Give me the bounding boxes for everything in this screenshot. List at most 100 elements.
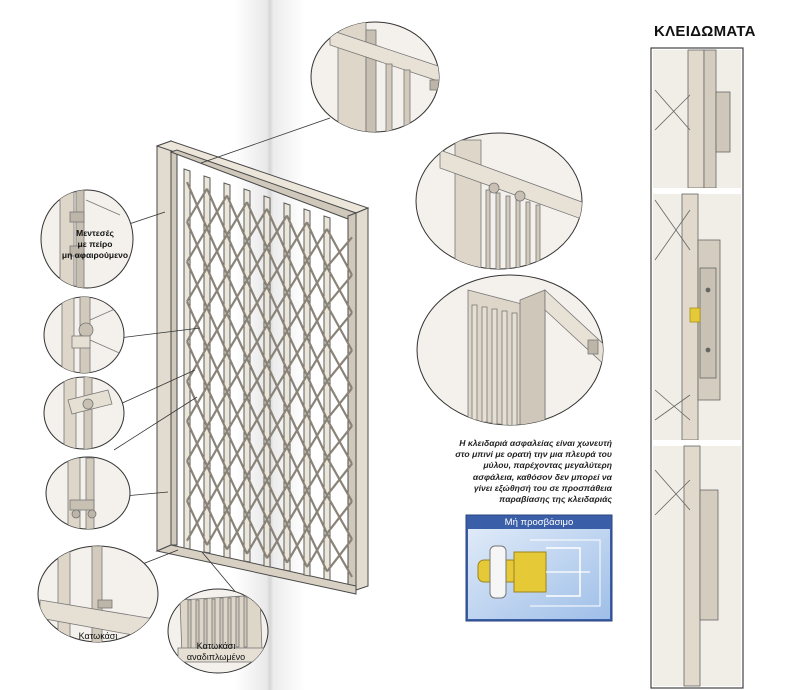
lattice-strut: [326, 500, 353, 535]
description-line: ασφάλεια, καθόσον δεν μπορεί να: [472, 471, 612, 482]
lattice-strut: [226, 396, 248, 433]
lattice-strut: [186, 346, 208, 382]
lattice-strut: [326, 274, 353, 306]
lattice-strut: [266, 446, 288, 482]
detail-circle-top-hinge: [310, 21, 440, 133]
lattice-strut: [326, 387, 353, 420]
lattice-strut: [306, 494, 328, 530]
detail-circle-bottom-roller: [45, 456, 131, 530]
lattice-strut: [306, 266, 328, 300]
lattice-strut: [266, 330, 288, 365]
lattice-strut: [226, 436, 248, 472]
callout-label-line: Κατωκάσι: [196, 641, 236, 651]
inaccessible-label: Μή προσβάσιμο: [504, 517, 574, 528]
page-title: ΚΛΕΙΔΩΜΑΤΑ: [654, 23, 756, 40]
detail-circle-lock-side: [416, 274, 604, 426]
detail-circle-pivot: [43, 296, 125, 374]
detail-circle-top-track: [415, 132, 583, 270]
lattice-strut: [326, 538, 353, 573]
lattice-strut: [206, 194, 228, 229]
lattice-strut: [206, 391, 228, 427]
lattice-strut: [286, 298, 308, 332]
lattice-strut: [326, 425, 353, 458]
lattice-strut: [306, 342, 328, 377]
lock-description: Η κλειδαριά ασφαλείας είναι χωνευτή στο …: [452, 438, 612, 505]
callout-leader-lines: [113, 117, 331, 596]
description-line: Η κλειδαριά ασφαλείας είναι χωνευτή: [459, 438, 612, 448]
lattice-strut: [206, 470, 228, 507]
lattice-strut: [246, 247, 268, 281]
lattice-strut: [186, 188, 208, 223]
description-line: μύλου, παρέχοντας μεγαλύτερη: [483, 460, 612, 471]
lattice-strut: [186, 465, 208, 502]
lattice-strut: [266, 292, 288, 326]
lattice-strut: [286, 336, 308, 371]
callout-label-line: αναδιπλωμένο: [186, 652, 246, 662]
lattice-strut: [326, 349, 353, 382]
lattice-strut: [186, 425, 208, 462]
lattice-strut: [306, 304, 328, 338]
lattice-strut: [286, 451, 308, 487]
lattice-strut: [186, 504, 208, 542]
callout-label-line: μη αφαιρούμενο: [61, 250, 129, 260]
lattice-strut: [306, 418, 328, 453]
lattice-strut: [246, 208, 268, 242]
detail-circle-joint: [43, 376, 125, 450]
lattice-strut: [266, 369, 288, 404]
lattice-strut: [286, 528, 308, 564]
lattice-strut: [306, 228, 328, 262]
lattice-strut: [266, 214, 288, 249]
lattice-strut: [286, 413, 308, 448]
lattice-strut: [286, 259, 308, 294]
description-line: παραβίασης της κλειδαριάς: [499, 494, 612, 505]
callout-label-sill: Κατωκάσι: [78, 631, 118, 641]
lattice-strut: [246, 363, 268, 399]
lattice-strut: [186, 386, 208, 422]
description-line: γίνει εξώθησή του σε προσπάθεια: [473, 482, 612, 493]
lattice-strut: [186, 267, 208, 303]
lattice-strut: [266, 523, 288, 559]
lattice-strut: [226, 240, 248, 275]
callout-label-line: με πείρο: [77, 239, 113, 249]
lattice-strut: [286, 221, 308, 255]
lock-cylinder-diagram: [465, 514, 613, 622]
lattice-strut: [206, 509, 228, 546]
lattice-strut: [246, 402, 268, 438]
description-line: στο μπινί με ορατή την μια πλευρά του: [455, 449, 612, 460]
callout-label-line: Μεντεσές: [76, 228, 114, 238]
lattice-strut: [226, 357, 248, 393]
lattice-strut: [186, 227, 208, 263]
lattice-strut: [246, 480, 268, 516]
scissor-lattice: [185, 181, 353, 578]
detail-circle-sill-folded: [167, 588, 269, 674]
detail-circle-sill: [37, 545, 159, 643]
lattice-strut: [306, 532, 328, 568]
lock-strip-illustration: [650, 47, 744, 689]
lattice-strut: [206, 352, 228, 388]
lattice-strut: [266, 484, 288, 520]
lattice-strut: [226, 318, 248, 354]
callout-label-hinges: Μεντεσές με πείρο μη αφαιρούμενο: [60, 228, 130, 261]
lattice-strut: [246, 441, 268, 477]
lattice-strut: [206, 273, 228, 309]
lattice-strut: [206, 234, 228, 269]
lattice-strut: [286, 489, 308, 525]
lattice-strut: [206, 430, 228, 467]
lattice-strut: [326, 312, 353, 344]
lattice-strut: [226, 201, 248, 236]
lattice-strut: [226, 279, 248, 314]
lattice-strut: [286, 374, 308, 409]
lattice-strut: [266, 253, 288, 288]
lattice-strut: [206, 312, 228, 348]
detail-circle-hinge: [40, 189, 134, 289]
lattice-strut: [326, 463, 353, 497]
lattice-strut: [226, 514, 248, 551]
lattice-strut: [266, 407, 288, 443]
lattice-strut: [326, 236, 353, 268]
lattice-strut: [226, 475, 248, 511]
callout-label-sill-folded: Κατωκάσι αναδιπλωμένο: [178, 641, 254, 663]
lattice-strut: [246, 518, 268, 555]
lattice-strut: [306, 380, 328, 415]
lattice-strut: [246, 285, 268, 320]
